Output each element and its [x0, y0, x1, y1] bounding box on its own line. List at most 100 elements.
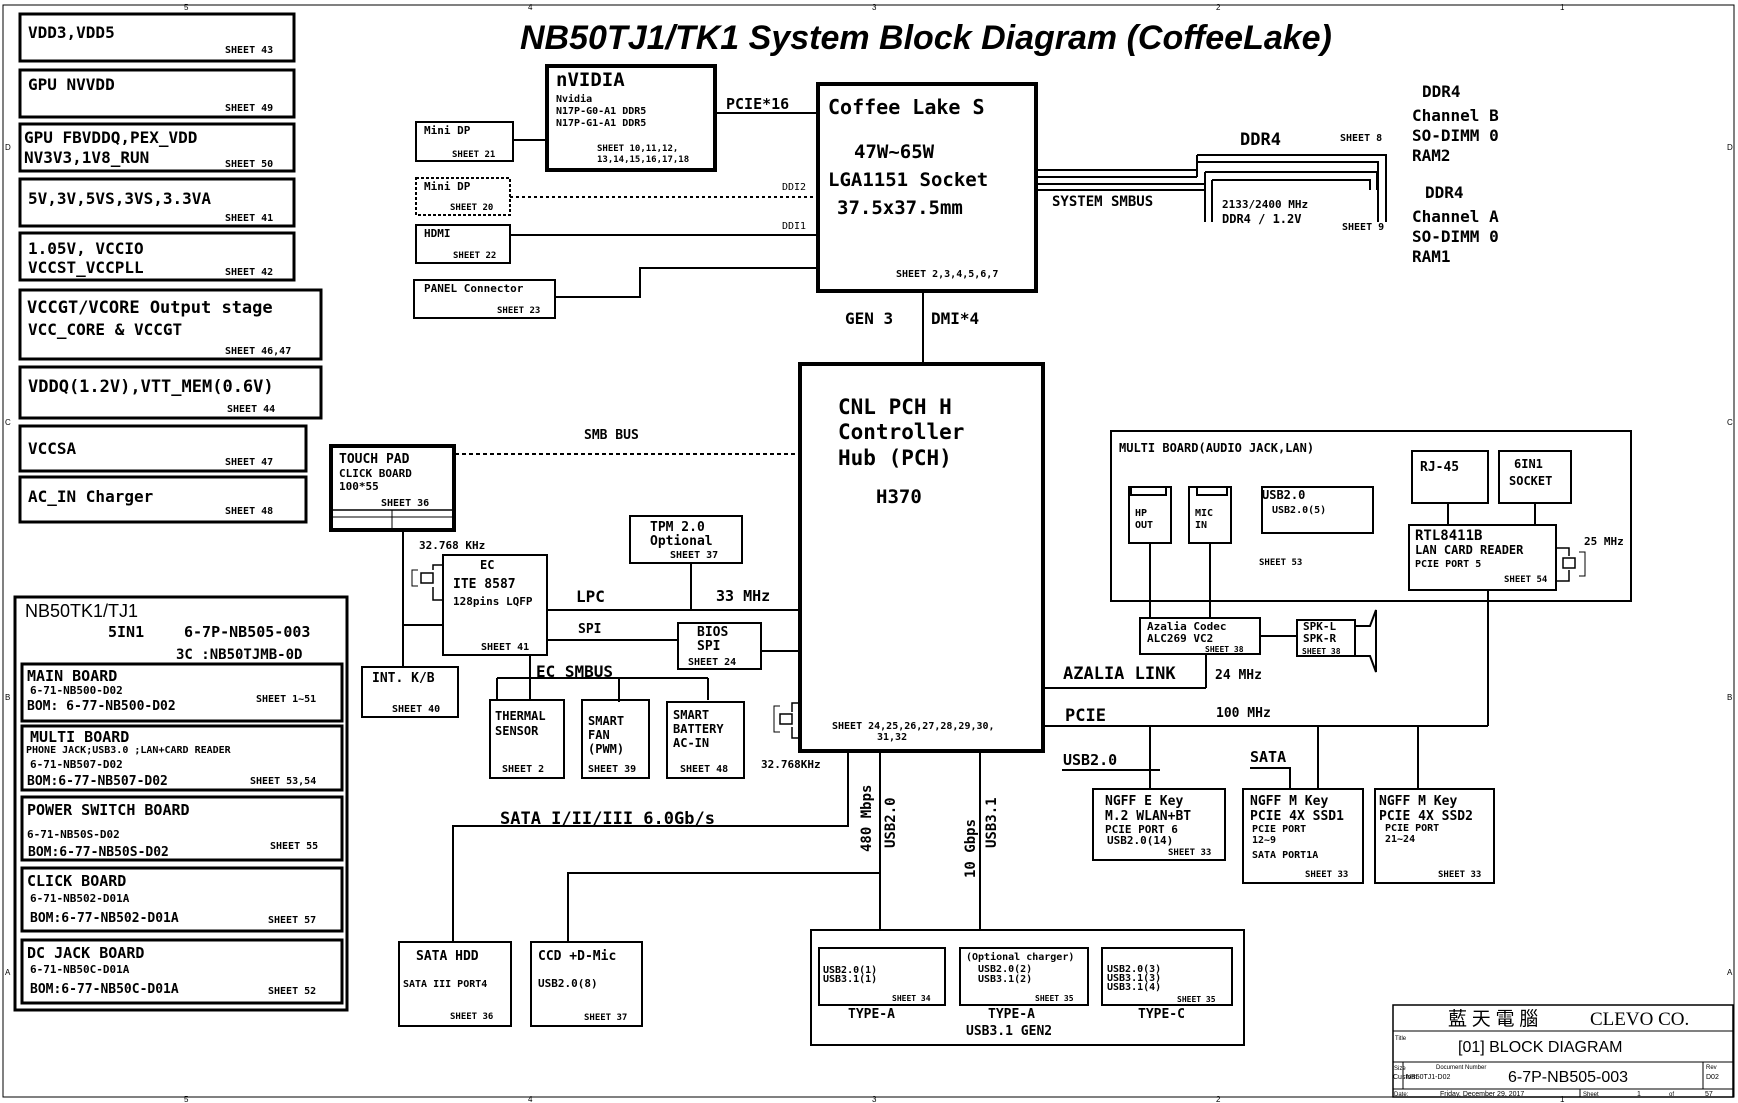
power-item: GPU NVVDD SHEET 49 — [18, 68, 296, 119]
of-label: of — [1669, 1092, 1674, 1098]
usb-group: USB2.0(1) USB3.1(1) SHEET 34 TYPE-A (Opt… — [810, 929, 1245, 1046]
bom-line2: 3C :NB50TJMB-0D — [176, 647, 302, 663]
board-name: CLICK BOARD — [27, 872, 126, 890]
panel-block: PANEL Connector SHEET 23 — [413, 279, 556, 319]
gpu-line: Nvidia — [556, 93, 592, 105]
minidp-sheet: SHEET 21 — [452, 150, 495, 160]
ngff-m2-line: NGFF M Key — [1379, 794, 1457, 809]
ccd-line: USB2.0(8) — [538, 977, 598, 990]
frame-top-3: 3 — [872, 3, 877, 12]
lan-line: LAN CARD READER — [1415, 543, 1524, 557]
frame-right-c: C — [1727, 418, 1733, 427]
ch-a-line: SO-DIMM 0 — [1412, 227, 1499, 246]
ngff-m1-line: PCIE 4X SSD1 — [1250, 809, 1344, 824]
board-pn: 6-71-NB500-D02 — [30, 684, 123, 697]
ngff-m1-line: 12~9 — [1252, 835, 1276, 846]
spk-line: SPK-L — [1303, 620, 1336, 633]
frame-right-a: A — [1727, 968, 1733, 977]
fan-line: SMART — [588, 714, 624, 728]
power-item-line: 5V,3V,5VS,3VS,3.3VA — [28, 189, 211, 208]
ngff-e-sheet: SHEET 33 — [1168, 848, 1211, 858]
usb-a2-sheet: SHEET 35 — [1035, 994, 1074, 1003]
pch-sheet: 31,32 — [877, 732, 907, 743]
speaker-block: SPK-L SPK-R SHEET 38 — [1296, 609, 1377, 673]
date-value: Friday, December 29, 2017 — [1440, 1091, 1524, 1098]
gpu-sheet: 13,14,15,16,17,18 — [597, 155, 689, 165]
rev-label: Rev — [1706, 1065, 1717, 1071]
frame-bottom-5: 5 — [184, 1095, 189, 1103]
board-pn: 6-71-NB50S-D02 — [27, 828, 120, 841]
frame-bottom-4: 4 — [528, 1095, 533, 1103]
board-name: MULTI BOARD — [30, 728, 129, 746]
ngff-e-line: USB2.0(14) — [1107, 834, 1173, 847]
sata-label: SATA — [1250, 748, 1286, 766]
fan-line: FAN — [588, 728, 610, 742]
usb-c-line: USB3.1(4) — [1107, 982, 1161, 993]
power-item-line: GPU NVVDD — [28, 75, 115, 94]
battery-sheet: SHEET 48 — [680, 764, 728, 775]
10gbps-label: 10 Gbps — [963, 819, 979, 878]
bom-board: CLICK BOARD 6-71-NB502-D01A BOM:6-77-NB5… — [20, 866, 344, 933]
gpu-line: N17P-G0-A1 DDR5 — [556, 106, 646, 117]
gpu-sheet: SHEET 10,11,12, — [597, 144, 678, 154]
usb20-vertical-label: USB2.0 — [883, 797, 899, 848]
board-name: DC JACK BOARD — [27, 944, 144, 962]
hdd-line: SATA HDD — [416, 949, 479, 964]
battery-line: SMART — [673, 708, 709, 722]
board-sheet: SHEET 1~51 — [256, 694, 316, 705]
frame-right-d: D — [1727, 143, 1733, 152]
board-name: MAIN BOARD — [27, 667, 117, 685]
board-bom: BOM:6-77-NB507-D02 — [27, 774, 168, 789]
frame-top-1: 1 — [1560, 3, 1565, 12]
minidp-sheet: SHEET 20 — [450, 203, 493, 213]
ch-b-line: DDR4 — [1422, 82, 1461, 101]
docnum-label: Document Number — [1436, 1065, 1486, 1071]
page-frame — [2, 4, 1735, 1098]
power-item-sheet: SHEET 50 — [225, 159, 273, 170]
document-number: 6-7P-NB505-003 — [1508, 1069, 1628, 1086]
sheet-number: 1 — [1637, 1091, 1641, 1098]
board-sheet: SHEET 52 — [268, 986, 316, 997]
lan-sheet: SHEET 54 — [1504, 575, 1548, 585]
video-section: nVIDIA Nvidia N17P-G0-A1 DDR5 N17P-G1-A1… — [413, 64, 818, 319]
company-cn: 藍 天 電 腦 — [1448, 1008, 1538, 1030]
frame-left-a: A — [5, 968, 11, 977]
board-pn: 6-71-NB507-D02 — [30, 758, 123, 771]
dmi4-label: DMI*4 — [931, 309, 979, 328]
usb-a2-line: USB2.0(2) — [978, 964, 1032, 975]
usb-a2-line: (Optional charger) — [966, 951, 1074, 963]
lan-line: RTL8411B — [1415, 528, 1482, 544]
power-item: 5V,3V,5VS,3VS,3.3VA SHEET 41 — [18, 177, 296, 228]
bios-line: SPI — [697, 639, 720, 654]
bios-line: BIOS — [697, 625, 728, 640]
power-item: VDDQ(1.2V),VTT_MEM(0.6V) SHEET 44 — [18, 365, 323, 420]
touchpad-sheet: SHEET 36 — [381, 498, 429, 509]
usb20-label: USB2.0 — [1063, 751, 1117, 769]
tpm-line: TPM 2.0 — [650, 520, 705, 535]
ngff-m2-line: PCIE PORT — [1385, 823, 1439, 834]
ddr-sheet9: SHEET 9 — [1342, 222, 1384, 233]
touchpad-line: TOUCH PAD — [339, 452, 410, 467]
ngff-m1-line: PCIE PORT — [1252, 824, 1306, 835]
power-item: AC_IN Charger SHEET 48 — [18, 475, 308, 524]
pch-xtal: 32.768KHz — [761, 702, 821, 771]
sata-bus-label: SATA I/II/III 6.0Gb/s — [500, 809, 715, 829]
ddr-speed: 2133/2400 MHz — [1222, 198, 1308, 211]
frame-left-b: B — [5, 693, 10, 702]
socket-line: 6IN1 — [1514, 457, 1543, 471]
spk-sheet: SHEET 38 — [1302, 647, 1341, 656]
title-value: [01] BLOCK DIAGRAM — [1458, 1039, 1623, 1056]
ngff-m2-block: NGFF M Key PCIE 4X SSD2 PCIE PORT 21~24 … — [1374, 788, 1495, 884]
pch-block: CNL PCH H Controller Hub (PCH) H370 SHEE… — [798, 362, 1045, 753]
minidp-1: Mini DP SHEET 21 — [415, 121, 514, 162]
board-bom: BOM:6-77-NB50C-D01A — [30, 982, 179, 997]
ddr-volt: DDR4 / 1.2V — [1222, 212, 1301, 226]
power-item-sheet: SHEET 46,47 — [225, 346, 291, 357]
frame-bottom-3: 3 — [872, 1095, 877, 1103]
33mhz-label: 33 MHz — [716, 587, 770, 605]
bios-sheet: SHEET 24 — [688, 657, 736, 668]
date-label: Date: — [1394, 1092, 1409, 1098]
ch-a-line: RAM1 — [1412, 247, 1451, 266]
board-bom: BOM:6-77-NB502-D01A — [30, 911, 179, 926]
